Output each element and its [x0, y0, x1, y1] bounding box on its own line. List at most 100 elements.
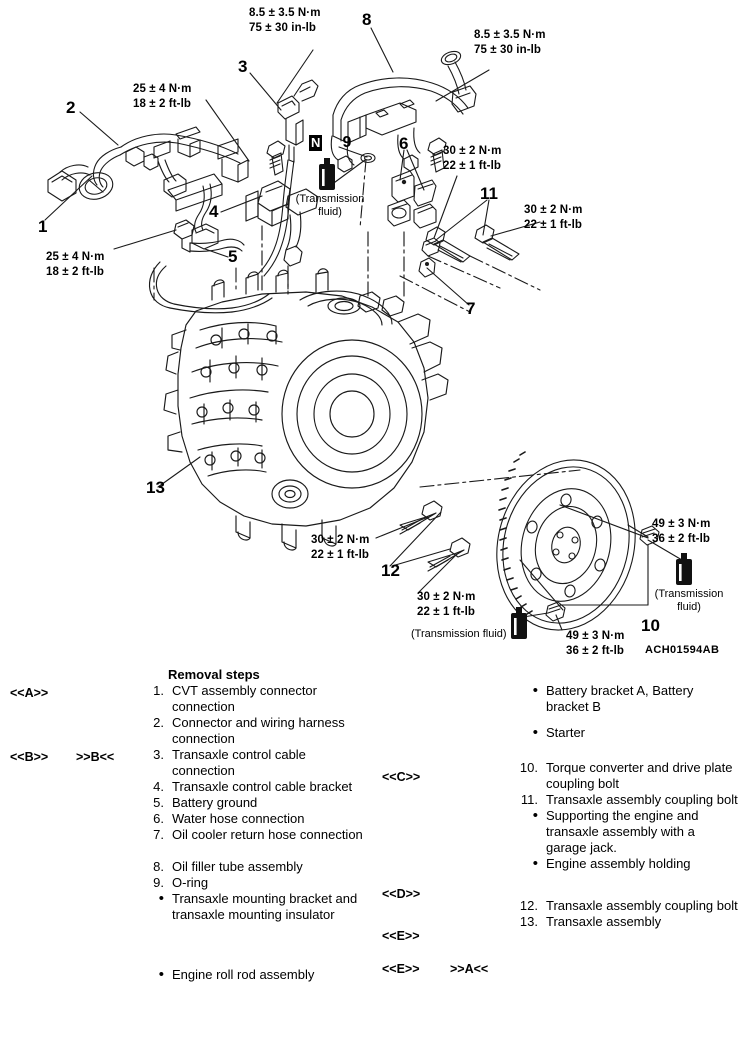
mark-a-left: <<A>>	[10, 686, 49, 700]
torque-callout-coupling-bolt-b: 30 ± 2 N·m 22 ± 1 ft-lb	[524, 203, 582, 232]
torque-nm: 30 ± 2 N·m	[311, 534, 370, 546]
index-number-2: 2	[66, 98, 76, 117]
mark-b-right: >>B<<	[76, 750, 115, 764]
list-item-number: 13.	[519, 914, 538, 929]
torque-nm: 30 ± 2 N·m	[443, 145, 502, 157]
list-item-text: Battery bracket A, Battery bracket B	[546, 683, 694, 714]
list-item-text: Torque converter and drive plate couplin…	[546, 760, 733, 791]
removal-steps-title: Removal steps	[168, 667, 260, 682]
list-item-text: Engine roll rod assembly	[172, 967, 315, 982]
list-item-bullet: •	[532, 682, 538, 699]
list-item-number: 3.	[153, 747, 164, 762]
list-item-number: 4.	[153, 779, 164, 794]
torque-imperial: 36 ± 2 ft-lb	[566, 644, 624, 657]
list-spacer	[512, 872, 738, 898]
fluid-note-oring: (Transmission fluid)	[295, 193, 365, 218]
list-item-bullet: •	[532, 807, 538, 824]
mark-c: <<C>>	[382, 770, 421, 784]
torque-nm: 30 ± 2 N·m	[417, 591, 476, 603]
list-item-text: Transaxle assembly	[546, 914, 662, 929]
list-item: 8. Oil filler tube assembly	[138, 859, 368, 875]
list-item-bullet: •	[158, 890, 164, 907]
n-mark-badge: N 9	[309, 135, 359, 151]
list-item: 11. Transaxle assembly coupling bolt	[512, 792, 738, 808]
list-item: 6. Water hose connection	[138, 811, 368, 827]
list-item-text: Oil filler tube assembly	[172, 859, 303, 874]
list-item: 3. Transaxle control cable connection	[138, 747, 368, 779]
list-item-text: Water hose connection	[172, 811, 305, 826]
removal-steps-left-list: 1. CVT assembly connector connection 2. …	[138, 683, 368, 983]
list-item-bullet: •	[532, 855, 538, 872]
list-item-text: Transaxle assembly coupling bolt	[546, 898, 738, 913]
torque-nm: 49 ± 3 N·m	[652, 518, 711, 530]
mark-b-left: <<B>>	[10, 750, 49, 764]
list-item: • Transaxle mounting bracket and transax…	[138, 891, 368, 923]
torque-callout-coupling-bolt-a: 30 ± 2 N·m 22 ± 1 ft-lb	[443, 144, 501, 173]
list-item-text: Supporting the engine and transaxle asse…	[546, 808, 699, 855]
index-number-8: 8	[362, 10, 372, 29]
list-item-text: Transaxle mounting bracket and transaxle…	[172, 891, 358, 922]
list-item-number: 11.	[520, 792, 538, 807]
list-item-number: 12.	[519, 898, 538, 913]
list-item-text: Connector and wiring harness connection	[172, 715, 345, 746]
torque-callout-oil-filler-upper: 8.5 ± 3.5 N·m 75 ± 30 in-lb	[249, 6, 321, 35]
list-item-text: Transaxle control cable connection	[172, 747, 306, 778]
list-spacer	[138, 923, 368, 967]
torque-imperial: 75 ± 30 in-lb	[249, 21, 317, 34]
torque-callout-oil-filler-right: 8.5 ± 3.5 N·m 75 ± 30 in-lb	[474, 28, 546, 57]
torque-nm: 25 ± 4 N·m	[46, 251, 105, 263]
list-item: • Supporting the engine and transaxle as…	[512, 808, 738, 856]
torque-callout-coupling-bolt-c: 30 ± 2 N·m 22 ± 1 ft-lb	[311, 533, 369, 562]
list-item-text: CVT assembly connector connection	[172, 683, 317, 714]
list-item: 7. Oil cooler return hose connection	[138, 827, 368, 843]
index-number-1: 1	[38, 217, 48, 236]
list-item-number: 1.	[153, 683, 164, 698]
index-number-6: 6	[399, 134, 409, 153]
torque-callout-harness-lower: 25 ± 4 N·m 18 ± 2 ft-lb	[46, 250, 104, 279]
torque-callout-coupling-bolt-d: 30 ± 2 N·m 22 ± 1 ft-lb	[417, 590, 475, 619]
mark-a-right: >>A<<	[450, 962, 489, 976]
drawing-code: ACH01594AB	[645, 644, 720, 656]
fluid-note-converter: (Transmission fluid)	[654, 588, 724, 613]
list-item-bullet: •	[158, 966, 164, 983]
list-item-bullet: •	[532, 724, 538, 741]
removal-steps-section: Removal steps <<A>> <<B>> >>B<< 1. CVT a…	[0, 665, 748, 1050]
list-item-text: O-ring	[172, 875, 209, 890]
torque-imperial: 18 ± 2 ft-lb	[46, 265, 104, 278]
index-number-11: 11	[480, 184, 498, 203]
list-item: 13. Transaxle assembly	[512, 914, 738, 930]
list-item: • Engine roll rod assembly	[138, 967, 368, 983]
transmission-fluid-icon	[511, 607, 527, 639]
list-item-number: 10.	[519, 760, 538, 775]
transmission-fluid-icon	[319, 158, 335, 190]
torque-callout-harness-upper: 25 ± 4 N·m 18 ± 2 ft-lb	[133, 82, 191, 111]
torque-callout-converter-bolt-a: 49 ± 3 N·m 36 ± 2 ft-lb	[652, 517, 710, 546]
torque-imperial: 75 ± 30 in-lb	[474, 43, 542, 56]
n-mark-number: 9	[342, 134, 352, 151]
index-number-10: 10	[641, 616, 660, 635]
torque-imperial: 18 ± 2 ft-lb	[133, 97, 191, 110]
n-mark-letter: N	[309, 135, 323, 151]
torque-nm: 30 ± 2 N·m	[524, 204, 583, 216]
list-item: 10. Torque converter and drive plate cou…	[512, 760, 738, 792]
list-item-number: 2.	[153, 715, 164, 730]
index-number-4: 4	[209, 202, 219, 221]
list-item: • Starter	[512, 725, 738, 741]
mark-d: <<D>>	[382, 887, 421, 901]
torque-nm: 49 ± 3 N·m	[566, 630, 625, 642]
index-number-12: 12	[381, 561, 400, 580]
torque-imperial: 22 ± 1 ft-lb	[311, 548, 369, 561]
mark-e-2: <<E>>	[382, 962, 420, 976]
index-number-5: 5	[228, 247, 238, 266]
list-item-text: Battery ground	[172, 795, 258, 810]
mark-e-1: <<E>>	[382, 929, 420, 943]
torque-nm: 8.5 ± 3.5 N·m	[474, 29, 546, 41]
index-number-13: 13	[146, 478, 165, 497]
list-item: 5. Battery ground	[138, 795, 368, 811]
list-item: • Engine assembly holding	[512, 856, 738, 872]
list-item: 2. Connector and wiring harness connecti…	[138, 715, 368, 747]
torque-nm: 8.5 ± 3.5 N·m	[249, 7, 321, 19]
torque-nm: 25 ± 4 N·m	[133, 83, 192, 95]
fluid-note-coupling: (Transmission fluid)	[411, 628, 507, 640]
list-item: • Battery bracket A, Battery bracket B	[512, 683, 738, 715]
